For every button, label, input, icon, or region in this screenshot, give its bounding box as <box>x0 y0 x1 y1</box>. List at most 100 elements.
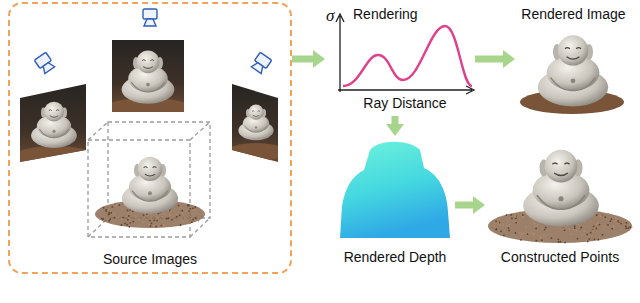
source-photo <box>112 40 184 112</box>
cloud-point <box>604 216 606 218</box>
cloud-point <box>185 210 187 212</box>
cloud-point <box>558 241 560 243</box>
rendered-depth-panel: Rendered Depth <box>335 136 455 270</box>
cloud-point <box>615 216 617 218</box>
cloud-point <box>542 228 544 230</box>
node-label: Rendered Image <box>521 6 625 22</box>
axis-label: Ray Distance <box>363 95 446 111</box>
cloud-point <box>577 238 579 240</box>
cloud-point <box>496 228 498 230</box>
cloud-point <box>202 213 204 215</box>
cloud-point <box>609 220 611 222</box>
cloud-point <box>506 214 508 216</box>
cloud-point <box>550 237 552 239</box>
axis-label: σ <box>326 6 334 26</box>
statue <box>238 105 273 141</box>
cloud-point <box>543 233 545 235</box>
cloud-point <box>602 214 604 216</box>
cloud-point <box>563 228 565 230</box>
cloud-point <box>510 214 512 216</box>
cloud-point <box>579 228 581 230</box>
cloud-point <box>132 221 134 223</box>
cloud-point <box>514 221 516 223</box>
cloud-point <box>182 212 184 214</box>
cloud-point <box>559 241 561 243</box>
cloud-point <box>135 215 137 217</box>
cloud-point <box>151 223 153 225</box>
cloud-point <box>191 221 193 223</box>
flow-arrow <box>392 116 399 124</box>
cloud-point <box>107 205 109 207</box>
cloud-point <box>613 226 615 228</box>
camera-icon <box>143 9 157 26</box>
cloud-point <box>514 215 516 217</box>
cloud-point <box>595 228 597 230</box>
cloud-point <box>164 213 166 215</box>
cloud-point <box>138 218 140 220</box>
cloud-point <box>497 217 499 219</box>
statue-points <box>523 150 599 227</box>
cloud-point <box>121 224 123 226</box>
flow-arrow <box>292 56 313 63</box>
density-curve <box>343 26 472 86</box>
cloud-point <box>115 205 117 207</box>
cloud-point <box>161 225 163 227</box>
cloud-point <box>148 214 150 216</box>
cloud-point <box>113 213 115 215</box>
cloud-point <box>108 212 110 214</box>
cloud-point <box>103 207 105 209</box>
cloud-point <box>607 213 609 215</box>
cloud-point <box>143 214 145 216</box>
cloud-point <box>181 221 183 223</box>
cloud-point <box>163 224 165 226</box>
source-photo <box>226 80 286 165</box>
cloud-point <box>520 236 522 238</box>
cloud-point <box>108 213 110 215</box>
cloud-point <box>609 220 611 222</box>
cloud-point <box>122 216 124 218</box>
cloud-point <box>602 214 604 216</box>
cloud-point <box>109 218 111 220</box>
cloud-point <box>126 224 128 226</box>
cloud-point <box>557 238 559 240</box>
cloud-point <box>511 218 513 220</box>
depth-map <box>340 142 450 238</box>
cloud-point <box>156 217 158 219</box>
cloud-point <box>521 233 523 235</box>
cloud-point <box>532 232 534 234</box>
cloud-point <box>153 219 155 221</box>
cloud-point <box>626 220 628 222</box>
cloud-point <box>499 224 501 226</box>
cloud-point <box>625 227 627 229</box>
x-axis <box>338 86 474 94</box>
cloud-point <box>509 224 511 226</box>
cloud-point <box>620 223 622 225</box>
cloud-point <box>101 218 103 220</box>
cloud-point <box>105 209 107 211</box>
cloud-point <box>587 240 589 242</box>
cloud-point <box>540 238 542 240</box>
statue-points <box>122 157 178 214</box>
cloud-point <box>611 228 613 230</box>
cloud-point <box>573 225 575 227</box>
cloud-point <box>604 226 606 228</box>
cloud-point <box>488 224 490 226</box>
node-label: Rendering <box>353 6 418 22</box>
cloud-point <box>500 230 502 232</box>
cloud-point <box>568 228 570 230</box>
cloud-point <box>541 239 543 241</box>
cloud-point <box>539 236 541 238</box>
cloud-point <box>176 214 178 216</box>
cloud-point <box>508 230 510 232</box>
cloud-point <box>181 210 183 212</box>
cloud-point <box>129 220 131 222</box>
node-label: Source Images <box>103 251 197 267</box>
statue <box>31 102 77 148</box>
cloud-point <box>535 228 537 230</box>
cloud-point <box>516 222 518 224</box>
cloud-point <box>525 226 527 228</box>
cloud-point <box>180 224 182 226</box>
cloud-point <box>494 225 496 227</box>
statue <box>122 50 175 103</box>
cloud-point <box>508 227 510 229</box>
